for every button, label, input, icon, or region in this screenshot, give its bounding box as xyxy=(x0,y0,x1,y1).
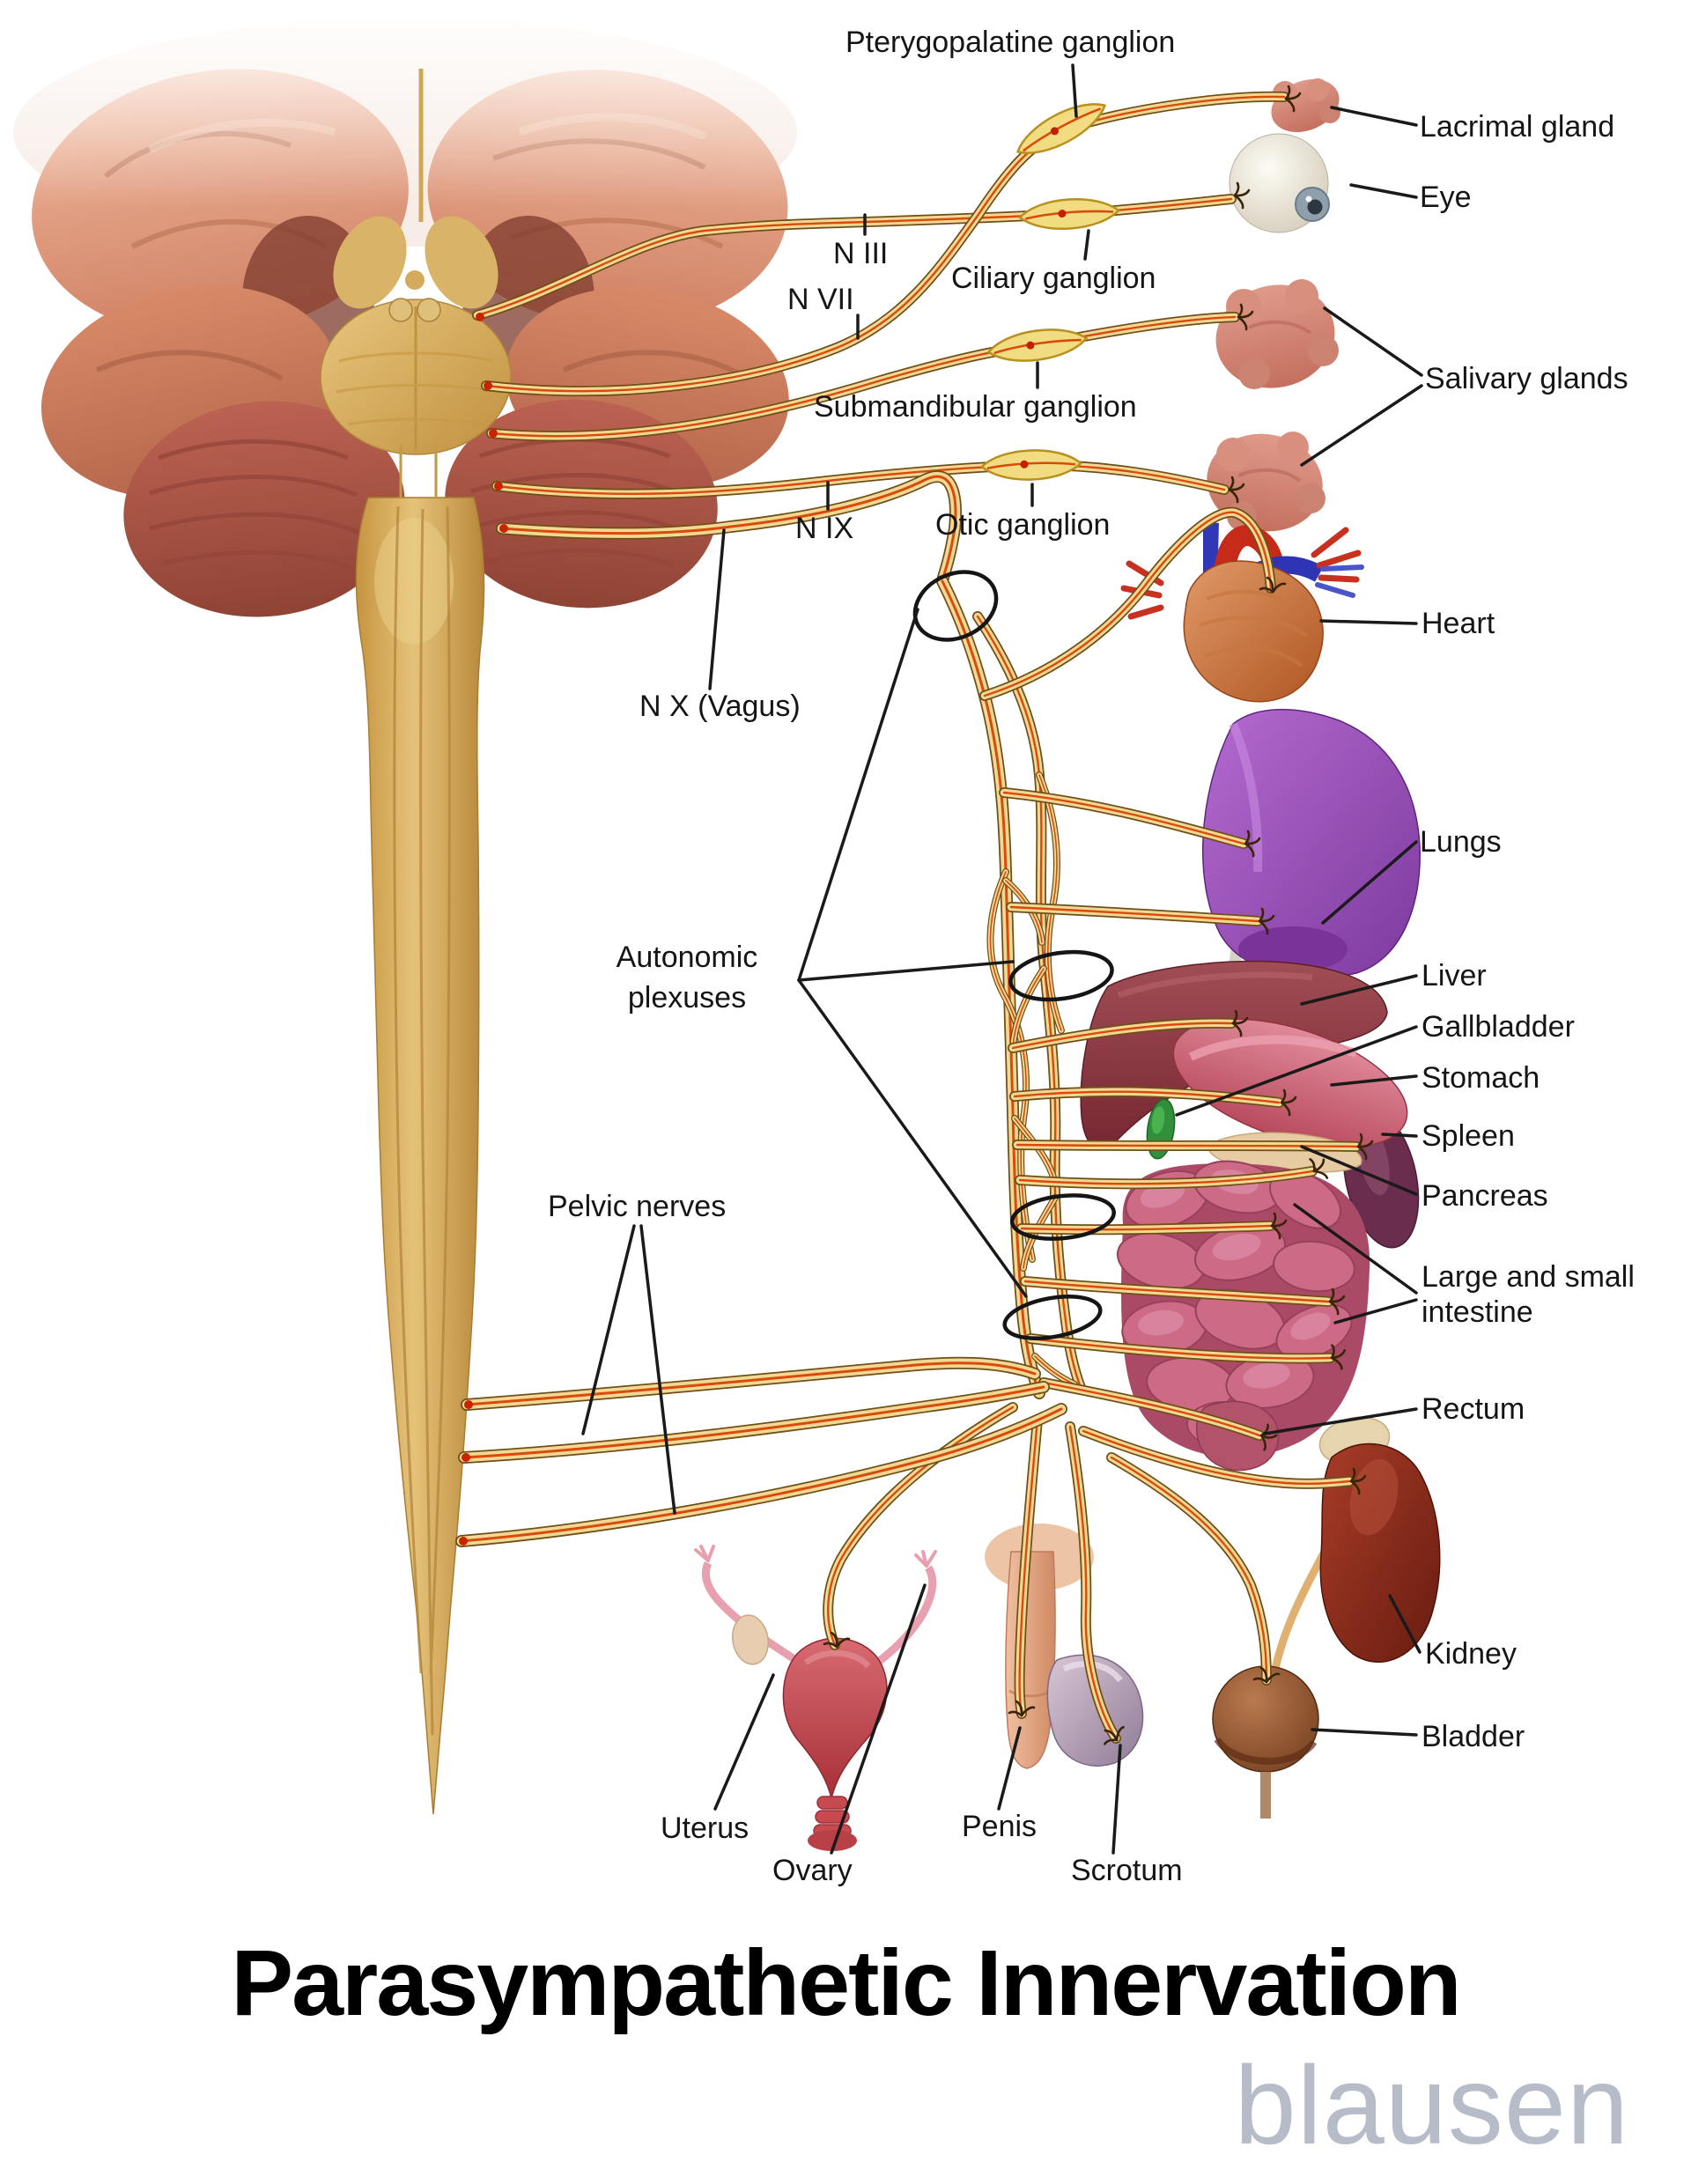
label-ovary: Ovary xyxy=(772,1854,853,1887)
label-spleen: Spleen xyxy=(1421,1119,1515,1153)
pterygopalatine-ganglion-shape xyxy=(1009,91,1113,166)
label-autonomic-plexuses-line1: Autonomic xyxy=(616,941,758,974)
label-heart: Heart xyxy=(1421,607,1495,640)
label-ciliary-ganglion: Ciliary ganglion xyxy=(951,262,1156,295)
lacrimal-gland-organ xyxy=(1271,78,1340,132)
label-scrotum: Scrotum xyxy=(1071,1854,1183,1887)
spinal-cord xyxy=(355,445,485,1815)
label-lungs: Lungs xyxy=(1420,825,1502,859)
label-pterygopalatine-ganglion: Pterygopalatine ganglion xyxy=(846,26,1176,59)
label-autonomic-plexuses: Autonomic plexuses xyxy=(581,937,793,1018)
eye-organ xyxy=(1229,133,1330,233)
kidney-organ xyxy=(1271,1416,1441,1670)
nerve-root-dots xyxy=(459,313,508,1546)
diagram-title: Parasympathetic Innervation xyxy=(231,1931,1461,2035)
label-stomach: Stomach xyxy=(1421,1061,1540,1095)
label-rectum: Rectum xyxy=(1421,1392,1525,1426)
plexus-rings xyxy=(912,570,1116,1340)
salivary-gland-lower xyxy=(1207,432,1325,532)
label-n-iii: N III xyxy=(833,237,889,270)
brand-watermark: blausen xyxy=(1234,2043,1629,2167)
label-n-ix: N IX xyxy=(795,512,854,545)
label-liver: Liver xyxy=(1421,959,1487,992)
leader-lines xyxy=(581,63,1423,1855)
label-otic-ganglion: Otic ganglion xyxy=(935,508,1111,542)
label-uterus: Uterus xyxy=(661,1811,750,1845)
rectum-organ xyxy=(1195,1400,1280,1472)
heart-organ xyxy=(1120,521,1364,703)
label-large-small-intestine: Large and small intestine xyxy=(1421,1259,1635,1330)
label-pelvic-nerves: Pelvic nerves xyxy=(548,1190,727,1223)
bladder-organ xyxy=(1212,1665,1319,1819)
label-large-small-intestine-line1: Large and small xyxy=(1421,1260,1635,1294)
submandibular-ganglion-shape xyxy=(985,322,1090,368)
uterus-organ xyxy=(694,1545,937,1851)
otic-ganglion-shape xyxy=(980,447,1082,483)
label-salivary-glands: Salivary glands xyxy=(1425,362,1628,395)
label-gallbladder: Gallbladder xyxy=(1421,1010,1575,1044)
label-bladder: Bladder xyxy=(1421,1720,1525,1753)
label-eye: Eye xyxy=(1420,181,1472,214)
label-n-x-vagus: N X (Vagus) xyxy=(639,690,801,723)
brainstem xyxy=(320,216,512,455)
label-submandibular-ganglion: Submandibular ganglion xyxy=(814,390,1137,424)
label-kidney: Kidney xyxy=(1425,1637,1517,1671)
label-autonomic-plexuses-line2: plexuses xyxy=(627,981,747,1015)
label-large-small-intestine-line2: intestine xyxy=(1421,1295,1533,1329)
label-n-vii: N VII xyxy=(787,283,854,316)
label-pancreas: Pancreas xyxy=(1421,1179,1548,1213)
salivary-gland-upper xyxy=(1215,279,1339,389)
label-penis: Penis xyxy=(962,1810,1037,1843)
ciliary-ganglion-shape xyxy=(1017,195,1121,233)
label-lacrimal-gland: Lacrimal gland xyxy=(1420,110,1615,144)
